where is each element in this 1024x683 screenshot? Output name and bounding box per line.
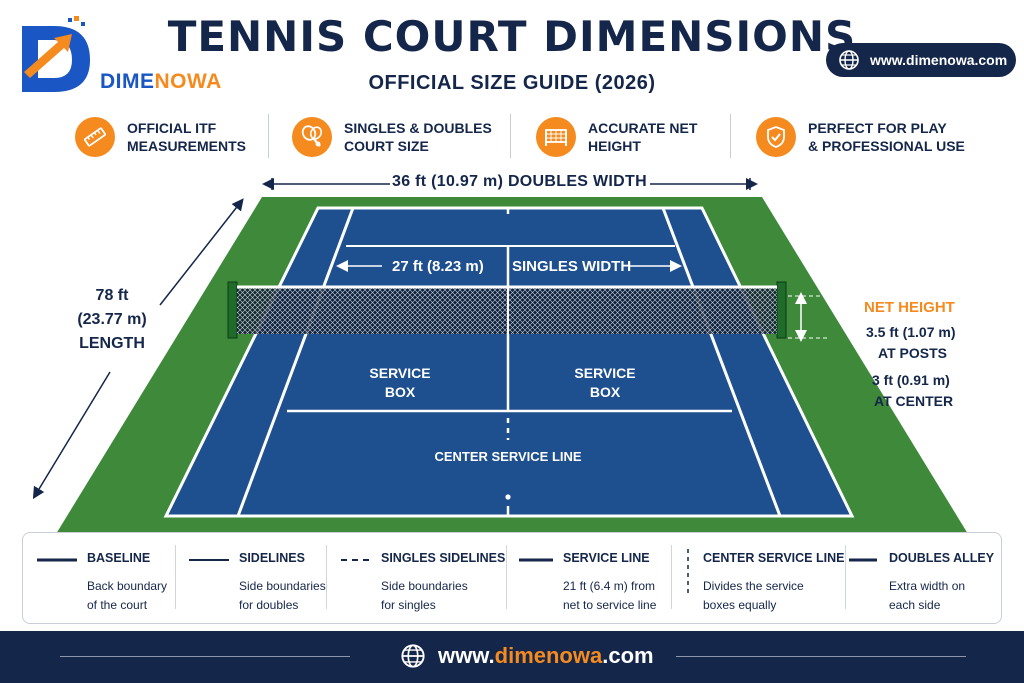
divider: [175, 545, 176, 609]
net-center-value: 3 ft (0.91 m): [872, 372, 950, 388]
net-posts-label: AT POSTS: [878, 345, 947, 361]
legend-desc: Back boundary of the court: [87, 579, 168, 612]
legend-title: DOUBLES ALLEY: [889, 551, 995, 565]
brand-logo: DIMENOWA: [14, 12, 221, 98]
legend-title: SINGLES SIDELINES: [381, 551, 506, 565]
legend-swatch-dashed: [341, 559, 371, 561]
doubles-boundary: [163, 206, 855, 518]
feature-label: ACCURATE NET HEIGHT: [588, 120, 698, 154]
center-dot: [505, 494, 511, 500]
legend-desc: Side boundaries for singles: [381, 579, 468, 612]
tennis-racket-icon: [292, 117, 332, 157]
ruler-icon: [75, 117, 115, 157]
divider: [845, 545, 846, 609]
legend-swatch-solid: [189, 559, 229, 561]
service-box-right: SERVICE BOX: [574, 365, 636, 400]
length-label-block: 78 ft (23.77 m) LENGTH: [60, 284, 164, 356]
feature-label: SINGLES & DOUBLES COURT SIZE: [344, 120, 492, 154]
legend-singles-sidelines: SINGLES SIDELINES Side boundaries for si…: [341, 543, 511, 619]
service-box-left: SERVICE BOX: [369, 365, 431, 400]
website-badge[interactable]: www.dimenowa.com: [826, 43, 1016, 77]
feature-label: OFFICIAL ITF MEASUREMENTS: [127, 120, 247, 154]
legend-swatch-solid-thick: [37, 558, 77, 562]
page-title: TENNIS COURT DIMENSIONS: [167, 12, 857, 61]
legend-title: SIDELINES: [239, 551, 305, 565]
legend-center-service-line: CENTER SERVICE LINE Divides the service …: [683, 543, 845, 619]
footer-bar: www.dimenowa.com: [0, 631, 1024, 683]
legend-desc: Extra width on each side: [889, 579, 966, 612]
legend-panel: BASELINE Back boundary of the court SIDE…: [22, 532, 1002, 624]
feature-label: PERFECT FOR PLAY & PROFESSIONAL USE: [808, 120, 965, 154]
net-height-title: NET HEIGHT: [864, 299, 955, 316]
website-text: www.dimenowa.com: [870, 52, 1008, 68]
feature-net-height: ACCURATE NET HEIGHT: [536, 110, 697, 164]
legend-title: BASELINE: [87, 551, 151, 565]
shield-check-icon: [756, 117, 796, 157]
feature-row: OFFICIAL ITF MEASUREMENTS SINGLES & DOUB…: [60, 110, 980, 164]
feature-court-size: SINGLES & DOUBLES COURT SIZE: [292, 110, 492, 164]
singles-sideline-right: [661, 207, 782, 517]
length-ft: 78 ft: [95, 287, 129, 304]
legend-sidelines: SIDELINES Side boundaries for doubles: [189, 543, 339, 619]
divider: [326, 545, 327, 609]
length-m: (23.77 m): [77, 311, 147, 328]
logo-d-mark: [22, 16, 90, 92]
legend-desc: 21 ft (6.4 m) from net to service line: [563, 579, 657, 612]
legend-swatch-solid-thick: [849, 558, 877, 562]
logo-wordmark: DIMENOWA: [100, 70, 222, 93]
footer-divider-left: [60, 656, 350, 657]
net-post-right: [776, 281, 787, 339]
divider: [730, 114, 731, 158]
legend-baseline: BASELINE Back boundary of the court: [37, 543, 187, 619]
length-label: LENGTH: [79, 335, 145, 352]
footer-url-text: www.dimenowa.com: [438, 643, 654, 668]
legend-doubles-alley: DOUBLES ALLEY Extra width on each side: [849, 543, 999, 619]
feature-professional: PERFECT FOR PLAY & PROFESSIONAL USE: [756, 110, 965, 164]
footer-divider-right: [676, 656, 966, 657]
net-posts-value: 3.5 ft (1.07 m): [866, 324, 956, 340]
net-center-label: AT CENTER: [874, 393, 954, 409]
divider: [268, 114, 269, 158]
legend-swatch-dashed-vertical: [687, 549, 689, 593]
legend-swatch-solid: [519, 558, 553, 562]
legend-service-line: SERVICE LINE 21 ft (6.4 m) from net to s…: [519, 543, 674, 619]
legend-desc: Side boundaries for doubles: [239, 579, 326, 612]
divider: [506, 545, 507, 609]
legend-title: CENTER SERVICE LINE: [703, 551, 845, 565]
legend-title: SERVICE LINE: [563, 551, 650, 565]
divider: [510, 114, 511, 158]
length-arrow-lower: [32, 371, 111, 500]
singles-sideline-left: [236, 207, 355, 517]
center-service-line-label: CENTER SERVICE LINE: [434, 449, 582, 464]
doubles-width-label: 36 ft (10.97 m) DOUBLES WIDTH: [392, 173, 647, 190]
length-arrow-upper: [159, 198, 244, 306]
footer-website-link[interactable]: www.dimenowa.com: [400, 643, 654, 669]
feature-itf: OFFICIAL ITF MEASUREMENTS: [75, 110, 246, 164]
divider: [671, 545, 672, 609]
globe-icon: [839, 50, 859, 70]
court-lines: [163, 206, 855, 518]
singles-width-label: SINGLES WIDTH: [512, 258, 632, 275]
page-subtitle: OFFICIAL SIZE GUIDE (2026): [368, 72, 656, 94]
net-post-left: [227, 281, 238, 339]
globe-icon: [401, 644, 425, 668]
singles-width-value: 27 ft (8.23 m): [392, 258, 484, 275]
tennis-net: [227, 281, 787, 339]
legend-desc: Divides the service boxes equally: [703, 579, 804, 612]
net-icon: [536, 117, 576, 157]
